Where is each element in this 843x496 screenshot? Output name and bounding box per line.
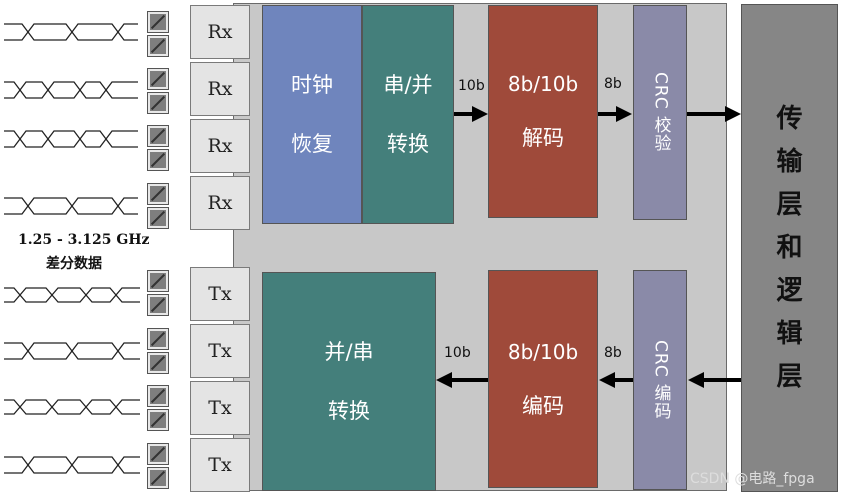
encoder-block: 8b/10b 编码 (488, 270, 598, 488)
tx-waveform-3 (4, 399, 140, 415)
tx-box: Tx (190, 438, 250, 492)
crc-encode-label: CRC 编码 (650, 339, 671, 421)
logic-layer-char: 逻 (776, 275, 803, 306)
pin-icon (147, 183, 169, 205)
logic-layer-char: 层 (776, 189, 803, 220)
rx-box: Rx (190, 5, 250, 59)
differential-signals (4, 23, 140, 474)
crc-check-label: CRC 校验 (650, 72, 671, 153)
serial-to-parallel-block: 串/并 转换 (362, 5, 454, 224)
pin-icon (147, 68, 169, 90)
tx-8b-bus-label: 8b (604, 345, 622, 361)
decoder-line1: 8b/10b (507, 72, 579, 96)
pin-icon (147, 92, 169, 114)
rx-8b-bus-label: 8b (604, 76, 622, 92)
pin-icon (147, 35, 169, 57)
logic-layer-char: 输 (776, 146, 803, 177)
crc-encode-block: CRC 编码 (633, 270, 687, 490)
rx-waveform-3 (4, 130, 138, 148)
pin-icon (147, 385, 169, 407)
logic-layer-char: 传 (776, 103, 803, 134)
pin-icon (147, 443, 169, 465)
pin-icon (147, 125, 169, 147)
signal-type-label: 差分数据 (46, 256, 102, 272)
pin-icon (147, 328, 169, 350)
tx-waveform-4 (4, 456, 140, 474)
rx-box: Rx (190, 119, 250, 173)
clock-recovery-line2: 恢复 (291, 131, 333, 156)
clock-recovery-line1: 时钟 (291, 72, 333, 97)
pin-icon (147, 467, 169, 489)
pin-icon (147, 409, 169, 431)
tx-waveform-2 (4, 342, 140, 360)
encoder-line1: 8b/10b (507, 339, 579, 364)
tx-box: Tx (190, 324, 250, 378)
clock-recovery-block: 时钟 恢复 (262, 5, 362, 224)
pin-icon (147, 294, 169, 316)
logic-layer-char: 辑 (776, 318, 803, 349)
logic-layer-char: 层 (776, 361, 803, 392)
tx-box: Tx (190, 381, 250, 435)
pin-icon (147, 149, 169, 171)
rx-box: Rx (190, 62, 250, 116)
tx-10b-bus-label: 10b (444, 345, 471, 361)
rx-waveform-2 (4, 81, 138, 99)
pin-icon (147, 207, 169, 229)
signal-frequency-label: 1.25 - 3.125 GHz (18, 232, 150, 248)
watermark: CSDN @电路_fpga (690, 471, 815, 487)
decoder-block: 8b/10b 解码 (488, 5, 598, 218)
parallel-to-serial-line2: 转换 (328, 398, 370, 423)
tx-box: Tx (190, 267, 250, 321)
parallel-to-serial-line1: 并/串 (324, 339, 374, 364)
rx-10b-bus-label: 10b (458, 78, 485, 94)
rx-waveform-4 (4, 197, 138, 215)
crc-check-block: CRC 校验 (633, 5, 687, 220)
tx-waveform-1 (4, 287, 140, 303)
logic-layer-char: 和 (776, 232, 803, 263)
serial-to-parallel-line1: 串/并 (383, 72, 433, 97)
parallel-to-serial-block: 并/串 转换 (262, 272, 436, 491)
encoder-line2: 编码 (522, 393, 564, 418)
pin-icon (147, 352, 169, 374)
rx-waveform-1 (4, 23, 138, 41)
pin-icon (147, 270, 169, 292)
decoder-line2: 解码 (522, 126, 564, 150)
rx-box: Rx (190, 176, 250, 230)
pin-icon (147, 11, 169, 33)
serial-to-parallel-line2: 转换 (387, 131, 429, 156)
transport-logic-layer-block: 传 输 层 和 逻 辑 层 (741, 4, 838, 492)
